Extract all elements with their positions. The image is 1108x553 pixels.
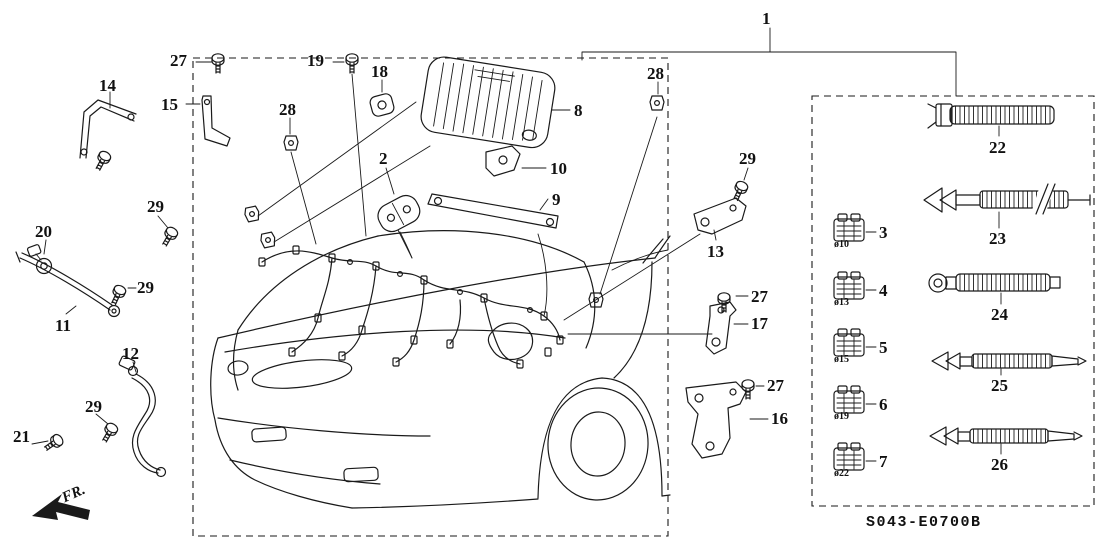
callout-26: 26 bbox=[991, 455, 1008, 474]
car-outline bbox=[211, 231, 670, 508]
part-14-bracket bbox=[80, 100, 136, 158]
part-7-connector bbox=[833, 442, 865, 471]
part-9-bracket bbox=[428, 194, 558, 228]
part-3-connector bbox=[833, 213, 865, 242]
callout-29: 29 bbox=[85, 397, 102, 416]
connector-size-label: ø10 bbox=[834, 239, 849, 250]
part-29-bolt bbox=[107, 283, 128, 307]
part-17-bracket bbox=[706, 302, 736, 354]
callout-9: 9 bbox=[552, 190, 561, 209]
connector-size-label: ø15 bbox=[834, 354, 849, 365]
callout-4: 4 bbox=[879, 281, 888, 300]
part-24-band bbox=[929, 274, 1060, 292]
callout-24: 24 bbox=[991, 305, 1008, 324]
center-dashed-box bbox=[193, 58, 668, 536]
callout-1-bracket-line bbox=[582, 28, 956, 96]
callout-22: 22 bbox=[989, 138, 1006, 157]
callout-21: 21 bbox=[13, 427, 30, 446]
fr-arrow-icon bbox=[32, 494, 90, 520]
callout-16: 16 bbox=[771, 409, 788, 428]
callout-25: 25 bbox=[991, 376, 1008, 395]
drawing-code: S043-E0700B bbox=[866, 514, 982, 531]
callout-28: 28 bbox=[279, 100, 296, 119]
callout-1: 1 bbox=[762, 9, 771, 28]
callout-6: 6 bbox=[879, 395, 888, 414]
callout-7: 7 bbox=[879, 452, 888, 471]
part-28-grommet bbox=[283, 135, 299, 151]
callout-3: 3 bbox=[879, 223, 888, 242]
callout-29: 29 bbox=[147, 197, 164, 216]
callout-5: 5 bbox=[879, 338, 888, 357]
part-28-grommet bbox=[649, 95, 665, 111]
connector-size-label: ø22 bbox=[834, 468, 849, 479]
callout-10: 10 bbox=[550, 159, 567, 178]
callout-8: 8 bbox=[574, 101, 583, 120]
part-10-bracket bbox=[486, 146, 520, 176]
part-27-bolt bbox=[92, 148, 113, 173]
callout-13: 13 bbox=[707, 242, 724, 261]
callout-27: 27 bbox=[751, 287, 768, 306]
right-dashed-box bbox=[812, 96, 1094, 506]
part-16-bracket bbox=[686, 382, 746, 458]
part-22-band bbox=[928, 104, 1054, 128]
harness-grommet-icon bbox=[259, 231, 277, 249]
connector-size-label: ø13 bbox=[834, 297, 849, 308]
part-4-connector bbox=[833, 271, 865, 300]
part-11-rod bbox=[16, 252, 120, 317]
part-25-band bbox=[932, 352, 1086, 370]
callout-14: 14 bbox=[99, 76, 116, 95]
leader-lines bbox=[32, 62, 1001, 461]
callout-18: 18 bbox=[371, 62, 388, 81]
callout-15: 15 bbox=[161, 95, 178, 114]
part-29-bolt bbox=[98, 420, 120, 445]
harness-connector-icon bbox=[544, 347, 552, 357]
wire-harness bbox=[243, 205, 604, 369]
part-19-bolt bbox=[345, 53, 359, 74]
part-2-connector bbox=[374, 191, 424, 235]
callout-29: 29 bbox=[137, 278, 154, 297]
callout-23: 23 bbox=[989, 229, 1006, 248]
callout-11: 11 bbox=[55, 316, 72, 335]
part-26-band bbox=[930, 427, 1082, 445]
part-6-connector bbox=[833, 385, 865, 414]
part-5-connector bbox=[833, 328, 865, 357]
part-20-clamp bbox=[27, 244, 52, 273]
callout-17: 17 bbox=[751, 314, 768, 333]
callout-29: 29 bbox=[739, 149, 756, 168]
callout-27: 27 bbox=[767, 376, 784, 395]
part-8-cover bbox=[419, 55, 557, 150]
part-18-grommet bbox=[369, 92, 395, 117]
part-13-bracket bbox=[694, 198, 746, 234]
callout-12: 12 bbox=[122, 344, 139, 363]
callout-28: 28 bbox=[647, 64, 664, 83]
part-12-cable bbox=[119, 356, 166, 477]
part-21-bolt bbox=[41, 432, 66, 455]
callout-20: 20 bbox=[35, 222, 52, 241]
part-27-bolt bbox=[211, 53, 225, 74]
connector-size-label: ø19 bbox=[834, 411, 849, 422]
part-29-bolt bbox=[158, 224, 180, 249]
harness-grommet-icon bbox=[243, 205, 261, 223]
callout-27: 27 bbox=[170, 51, 187, 70]
callout-19: 19 bbox=[307, 51, 324, 70]
part-15-bracket bbox=[202, 96, 230, 146]
part-23-band bbox=[924, 182, 1090, 216]
harness-clip-icon bbox=[292, 245, 300, 255]
callout-2: 2 bbox=[379, 149, 388, 168]
